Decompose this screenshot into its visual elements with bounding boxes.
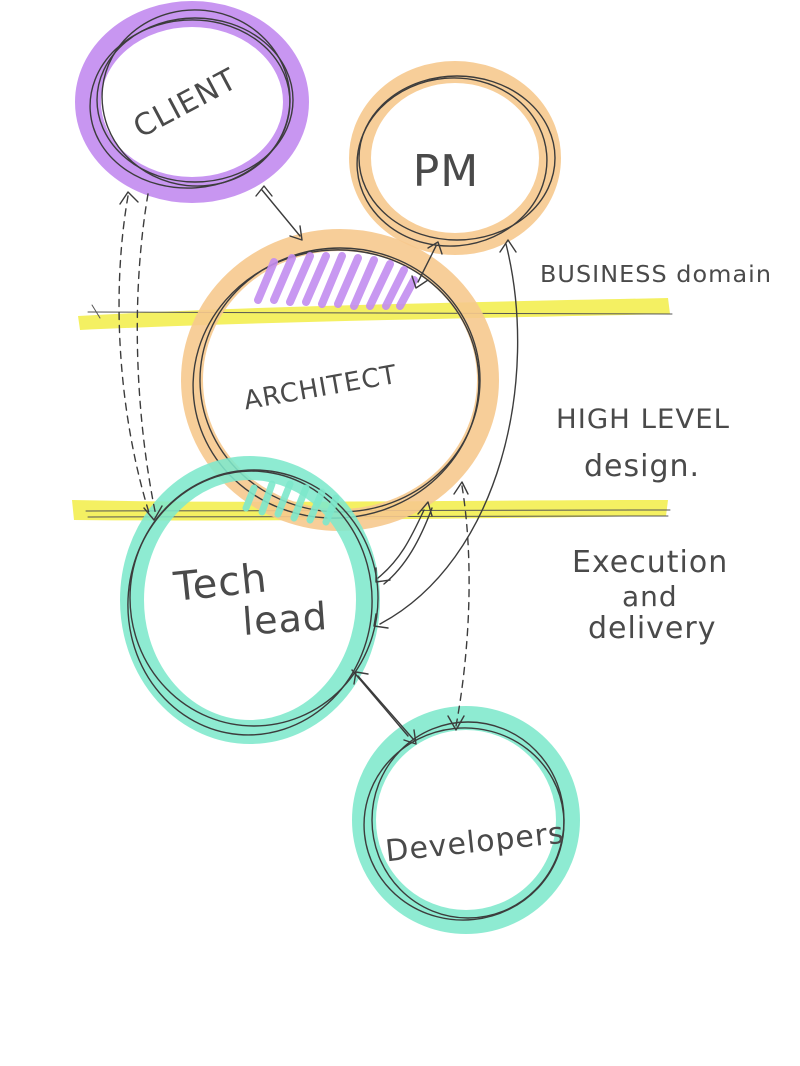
developers-label: Developers	[384, 816, 567, 870]
hatch-client-architect-overlap	[254, 252, 418, 310]
connectors	[118, 185, 519, 745]
execution-label-line2: and	[622, 580, 678, 613]
tech-lead-label-line2: lead	[241, 594, 329, 644]
hatch-architect-techlead-overlap	[242, 480, 340, 526]
pm-node	[349, 61, 561, 255]
client-node	[75, 1, 309, 203]
pm-label: PM	[413, 146, 480, 197]
developers-node	[352, 706, 580, 934]
tech-lead-node	[120, 456, 380, 744]
client-label: CLIENT	[128, 62, 244, 146]
execution-label-line1: Execution	[572, 545, 728, 580]
tech-lead-label-line1: Tech	[171, 555, 270, 611]
architect-label: ARCHITECT	[242, 360, 400, 417]
high-level-label-line1: HIGH LEVEL	[556, 404, 730, 435]
high-level-label-line2: design.	[584, 449, 700, 484]
execution-label-line3: delivery	[588, 611, 716, 646]
business-domain-label: BUSINESS domain	[540, 262, 772, 288]
band-business-divider	[78, 298, 673, 330]
